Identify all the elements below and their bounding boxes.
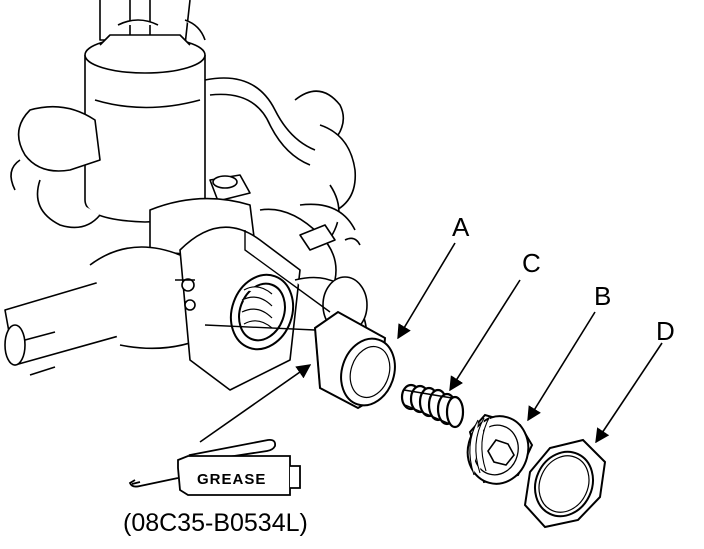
leader-line-a: [397, 242, 456, 340]
locknut-part-d: [523, 438, 607, 529]
rack-guide-screw-part-b: [466, 413, 534, 485]
leader-line-d: [595, 342, 663, 444]
rack-guide-part-a: [313, 310, 396, 410]
grease-gun-icon: GREASE: [128, 438, 301, 496]
leader-line-b: [527, 311, 596, 422]
grease-label: GREASE: [197, 471, 266, 488]
callout-b: B: [594, 281, 611, 311]
leader-lines: [199, 242, 663, 444]
grease-part-number: (08C35-B0534L): [123, 509, 308, 537]
callout-d: D: [656, 316, 675, 346]
callout-a: A: [452, 212, 470, 242]
steering-gearbox-housing: [4, 0, 368, 391]
callout-c: C: [522, 248, 541, 278]
leader-line-grease: [199, 364, 312, 443]
rack-guide-bore: [229, 273, 295, 351]
spring-part-c: [400, 383, 465, 429]
leader-line-c: [449, 279, 521, 392]
assembly-alignment-lines: [204, 230, 331, 331]
